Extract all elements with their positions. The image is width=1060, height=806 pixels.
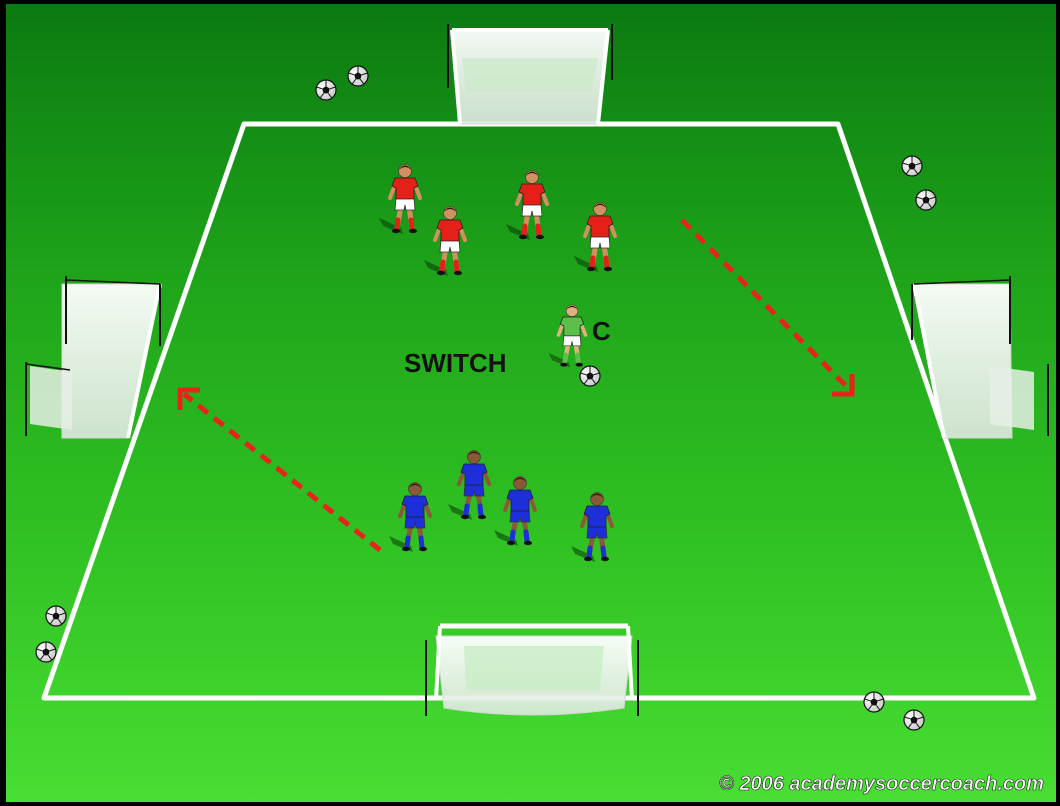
soccer-ball [864,692,884,712]
goal-top [448,24,612,124]
coach-label: C [592,316,611,346]
soccer-ball [580,366,600,386]
soccer-ball [916,190,936,210]
soccer-ball [904,710,924,730]
switch-label: SWITCH [404,348,507,378]
soccer-ball [46,606,66,626]
soccer-ball [36,642,56,662]
soccer-ball [316,80,336,100]
goal-bottom [426,626,638,716]
copyright-text: © 2006 academysoccercoach.com [719,773,1044,795]
soccer-ball [902,156,922,176]
soccer-ball [348,66,368,86]
